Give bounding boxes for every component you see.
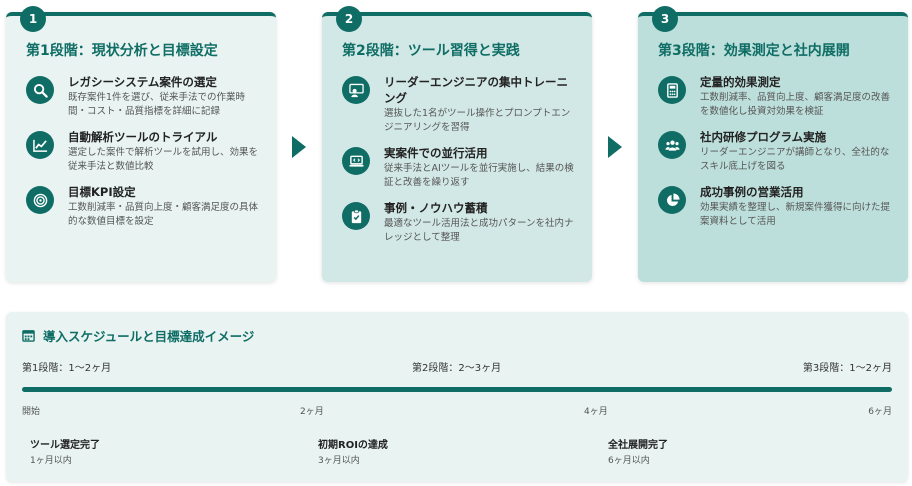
milestone: ツール選定完了 1ヶ月以内 [30,436,100,466]
calculator-icon [658,76,686,104]
timeline-bar [22,387,892,392]
milestone-title: 全社展開完了 [608,440,668,451]
item-title: 社内研修プログラム実施 [700,130,827,144]
milestone-title: 初期ROIの達成 [318,440,388,451]
item-desc: 選定した案件で解析ツールを試用し、効果を従来手法と数値比較 [68,147,259,172]
item-title: レガシーシステム案件の選定 [68,75,217,89]
phase-number-badge: 3 [652,6,678,32]
stage-labels: 第1段階：1〜2ヶ月 第2段階：2〜3ヶ月 第3段階：1〜2ヶ月 [22,359,892,377]
users-icon [658,131,686,159]
schedule-title-text: 導入スケジュールと目標達成イメージ [43,329,255,344]
item-desc: 選抜した1名がツール操作とプロンプトエンジニアリングを習得 [384,108,571,133]
target-icon [26,186,54,214]
schedule-panel: 導入スケジュールと目標達成イメージ 第1段階：1〜2ヶ月 第2段階：2〜3ヶ月 … [6,312,908,482]
arrow-right-icon [292,136,306,158]
item-desc: 既存案件1件を選び、従来手法での作業時間・コスト・品質指標を詳細に記録 [68,92,246,117]
phase-item: 実案件での並行活用 従来手法とAIツールを並行実施し、結果の検証と改善を繰り返す [338,145,576,190]
item-title: 実案件での並行活用 [384,146,488,160]
phase-card-1: 1 第1段階：現状分析と目標設定 レガシーシステム案件の選定 既存案件1件を選び… [6,6,276,282]
chart-line-icon [26,131,54,159]
item-title: 定量的効果測定 [700,75,781,89]
milestone: 初期ROIの達成 3ヶ月以内 [318,436,388,466]
tick-label: 6ヶ月 [868,407,892,417]
phase-number-badge: 2 [336,6,362,32]
laptop-code-icon [342,147,370,175]
milestones: ツール選定完了 1ヶ月以内 初期ROIの達成 3ヶ月以内 全社展開完了 6ヶ月以… [22,436,892,476]
tick-label: 開始 [22,407,41,417]
item-title: 成功事例の営業活用 [700,185,804,199]
stage-label: 第2段階：2〜3ヶ月 [412,363,502,374]
stage-label: 第3段階：1〜2ヶ月 [802,363,892,374]
phase-item: レガシーシステム案件の選定 既存案件1件を選び、従来手法での作業時間・コスト・品… [22,74,260,119]
phase-card-2: 2 第2段階：ツール習得と実践 リーダーエンジニアの集中トレーニング 選抜した1… [322,6,592,282]
milestone-deadline: 6ヶ月以内 [608,456,650,466]
phase-item: リーダーエンジニアの集中トレーニング 選抜した1名がツール操作とプロンプトエンジ… [338,74,576,135]
phase-item: 自動解析ツールのトライアル 選定した案件で解析ツールを試用し、効果を従来手法と数… [22,129,260,174]
item-title: 事例・ノウハウ蓄積 [384,201,488,215]
phase-item: 定量的効果測定 工数削減率、品質向上度、顧客満足度の改善を数値化し投資対効果を検… [654,74,892,119]
phase-title: 第2段階：ツール習得と実践 [342,43,520,59]
tick-label: 2ヶ月 [300,407,324,417]
item-desc: 従来手法とAIツールを並行実施し、結果の検証と改善を繰り返す [384,163,574,188]
phase-title: 第3段階：効果測定と社内展開 [658,43,850,59]
milestone-deadline: 1ヶ月以内 [30,456,72,466]
item-desc: 工数削減率、品質向上度、顧客満足度の改善を数値化し投資対効果を検証 [700,92,891,117]
phase-card-3: 3 第3段階：効果測定と社内展開 定量的効果測定 工数削減率、品質向上度、顧客満… [638,6,908,282]
item-desc: 最適なツール活用法と成功パターンを社内ナレッジとして整理 [384,218,574,243]
item-desc: 効果実績を整理し、新規案件獲得に向けた提案資料として活用 [700,202,891,227]
teacher-icon [342,76,370,104]
stage-label: 第1段階：1〜2ヶ月 [22,363,112,374]
phase-item: 社内研修プログラム実施 リーダーエンジニアが講師となり、全社的なスキル底上げを図… [654,129,892,174]
phase-item: 成功事例の営業活用 効果実績を整理し、新規案件獲得に向けた提案資料として活用 [654,184,892,229]
item-title: 自動解析ツールのトライアル [68,130,218,144]
item-desc: リーダーエンジニアが講師となり、全社的なスキル底上げを図る [700,147,890,172]
item-title: リーダーエンジニアの集中トレーニング [384,75,568,105]
milestone-deadline: 3ヶ月以内 [318,456,360,466]
pie-chart-icon [658,186,686,214]
item-desc: 工数削減率・品質向上度・顧客満足度の具体的な数値目標を設定 [68,202,259,227]
search-icon [26,76,54,104]
phase-title: 第1段階：現状分析と目標設定 [26,43,218,59]
milestone-title: ツール選定完了 [30,440,100,451]
arrow-right-icon [608,136,622,158]
tick-label: 4ヶ月 [584,407,608,417]
clipboard-check-icon [342,202,370,230]
phase-number-badge: 1 [20,6,46,32]
calendar-icon [22,330,35,342]
timeline-ticks: 開始 2ヶ月 4ヶ月 6ヶ月 [22,404,892,418]
item-title: 目標KPI設定 [68,185,136,199]
phase-item: 事例・ノウハウ蓄積 最適なツール活用法と成功パターンを社内ナレッジとして整理 [338,200,576,245]
schedule-title: 導入スケジュールと目標達成イメージ [22,326,892,345]
phase-item: 目標KPI設定 工数削減率・品質向上度・顧客満足度の具体的な数値目標を設定 [22,184,260,229]
milestone: 全社展開完了 6ヶ月以内 [608,436,668,466]
